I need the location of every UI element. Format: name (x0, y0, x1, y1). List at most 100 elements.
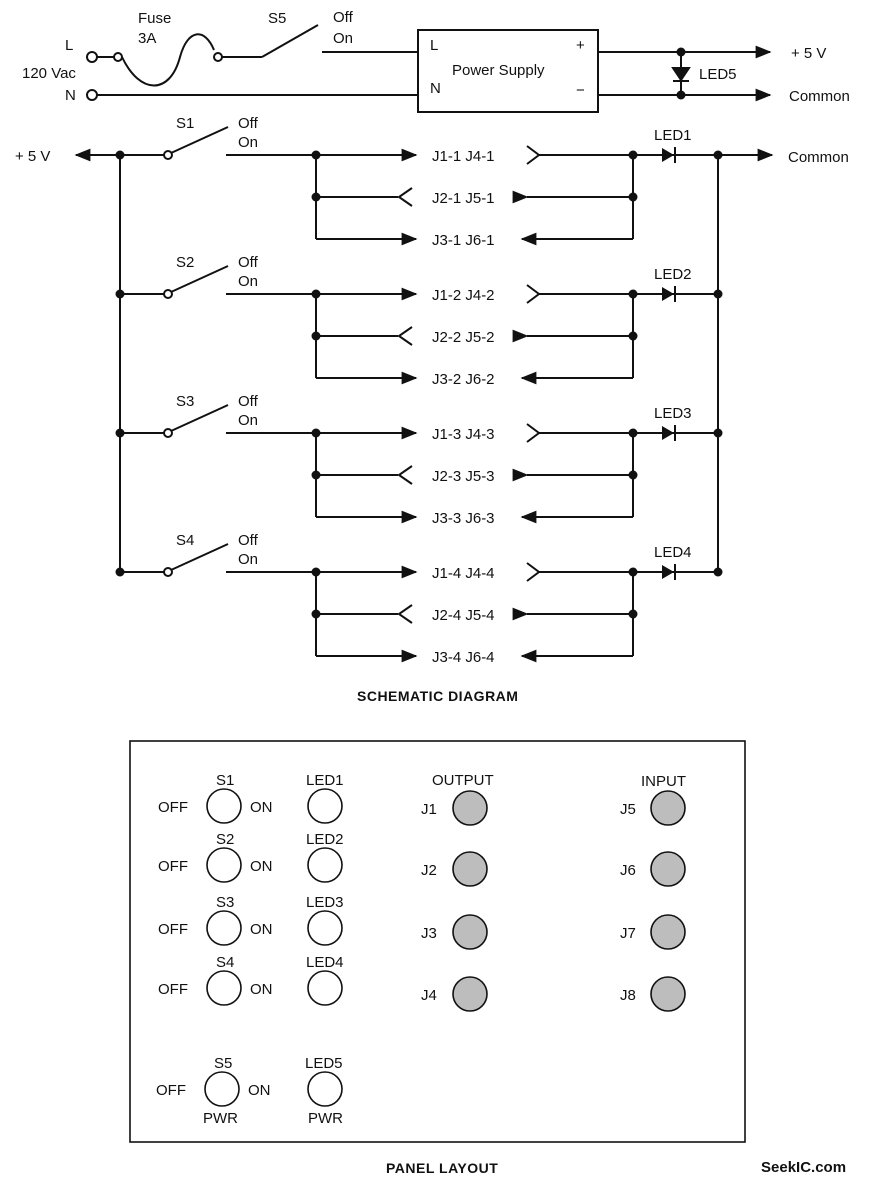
neutral-terminal (86, 89, 98, 101)
jack-label-3: J3-2 J6-2 (432, 371, 495, 388)
panel-switch-label: S3 (216, 894, 234, 911)
switch-on-label: On (238, 273, 258, 290)
junction-dot (676, 47, 686, 57)
junction-dot (115, 289, 125, 299)
panel-switch-knob[interactable] (206, 847, 242, 883)
junction-dot (628, 609, 638, 619)
switch-label: S4 (176, 532, 194, 549)
led-diode-triangle (662, 148, 674, 162)
jack-label-2: J2-3 J5-3 (432, 468, 495, 485)
plus5v-output-label: + 5 V (791, 45, 826, 62)
junction-dot (115, 428, 125, 438)
junction-dot (311, 289, 321, 299)
jack-label-3: J3-1 J6-1 (432, 232, 495, 249)
jack1-chevron (526, 562, 541, 582)
panel-switch-label: S2 (216, 831, 234, 848)
output-jack-socket[interactable] (452, 914, 488, 950)
panel-led-indicator (307, 970, 343, 1006)
jack1-chevron (526, 423, 541, 443)
switch-off-label: Off (238, 532, 259, 549)
panel-power-switch-knob[interactable] (204, 1071, 240, 1107)
switch-blade (170, 126, 229, 154)
led-label: LED2 (654, 266, 692, 283)
output-jack-label: J4 (421, 987, 437, 1004)
fuse-terminal-right (213, 52, 223, 62)
switch-blade (170, 265, 229, 293)
ps-n-label: N (430, 80, 441, 97)
jack2-chevron (397, 187, 413, 207)
panel-switch-knob[interactable] (206, 788, 242, 824)
switch-label: S1 (176, 115, 194, 132)
panel-led-label: LED3 (306, 894, 344, 911)
junction-dot (628, 470, 638, 480)
switch-pivot (163, 428, 173, 438)
input-jack-socket[interactable] (650, 851, 686, 887)
junction-dot (115, 150, 125, 160)
input-jack-socket[interactable] (650, 976, 686, 1012)
switch-label: S3 (176, 393, 194, 410)
junction-dot (311, 470, 321, 480)
panel-off-label: OFF (158, 858, 188, 875)
jack-label-3: J3-4 J6-4 (432, 649, 495, 666)
led-label: LED1 (654, 127, 692, 144)
output-jack-label: J3 (421, 925, 437, 942)
junction-dot (628, 331, 638, 341)
input-jack-2: J6 (620, 851, 686, 887)
switch-blade (170, 404, 229, 432)
input-jack-3: J7 (620, 914, 686, 950)
mains-labels: L 120 Vac N Fuse 3A S5 Off On L N Power … (22, 9, 850, 105)
panel-switch-label: S4 (216, 954, 234, 971)
panel-off-label: OFF (158, 921, 188, 938)
panel-switch-knob[interactable] (206, 910, 242, 946)
bus-right-label: Common (788, 149, 849, 166)
jack1-chevron (526, 284, 541, 304)
jack-label-1: J1-4 J4-4 (432, 565, 495, 582)
input-jack-4: J8 (620, 976, 686, 1012)
output-jack-socket[interactable] (452, 976, 488, 1012)
panel-switch-knob[interactable] (206, 970, 242, 1006)
junction-dot (311, 150, 321, 160)
junction-dot (311, 609, 321, 619)
output-jack-4: J4 (421, 976, 488, 1012)
panel-power-off-label: OFF (156, 1082, 186, 1099)
panel-power-led-indicator (307, 1071, 343, 1107)
panel-led-label: LED4 (306, 954, 344, 971)
input-jack-label: J5 (620, 801, 636, 818)
panel-on-label: ON (250, 858, 273, 875)
panel-power-led-label: LED5 (305, 1055, 343, 1072)
jack-label-1: J1-1 J4-1 (432, 148, 495, 165)
fuse-terminal-left (113, 52, 123, 62)
power-supply-box (417, 29, 599, 113)
panel-off-label: OFF (158, 981, 188, 998)
panel-led-label: LED2 (306, 831, 344, 848)
switch-on-label: On (238, 412, 258, 429)
led5-diode-triangle (671, 67, 691, 82)
panel-on-label: ON (250, 921, 273, 938)
watermark: SeekIC.com (761, 1159, 846, 1176)
output-jack-socket[interactable] (452, 790, 488, 826)
junction-dot (713, 428, 723, 438)
switch-off-label: Off (238, 254, 259, 271)
input-jack-label: J8 (620, 987, 636, 1004)
panel-off-label: OFF (158, 799, 188, 816)
input-jack-socket[interactable] (650, 914, 686, 950)
input-header: INPUT (641, 773, 686, 790)
junction-dot (676, 90, 686, 100)
output-jack-socket[interactable] (452, 851, 488, 887)
led-label: LED3 (654, 405, 692, 422)
input-jack-socket[interactable] (650, 790, 686, 826)
switch-on-label: On (238, 551, 258, 568)
junction-dot (311, 428, 321, 438)
ps-plus-label: + (576, 37, 585, 54)
panel-switch-label: S1 (216, 772, 234, 789)
